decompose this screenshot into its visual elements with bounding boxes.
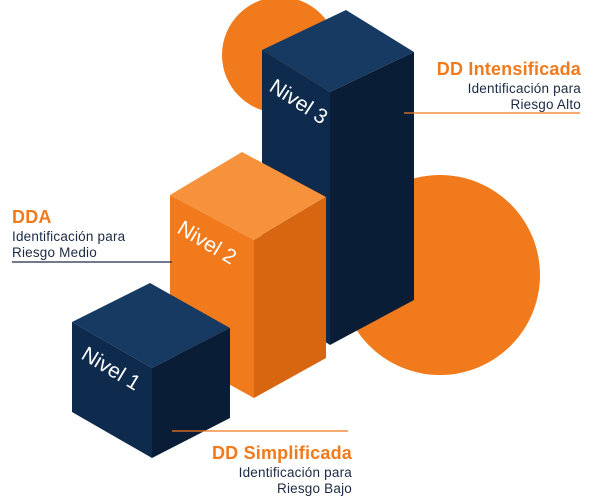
block-level-2-side: [254, 197, 326, 398]
block-level-3-side: [330, 52, 414, 345]
label-level-3: DD Intensificada Identificación para Rie…: [437, 58, 581, 114]
label-level-2-title: DDA: [12, 207, 52, 227]
label-level-2-sub1: Identificación para: [12, 228, 126, 244]
block-level-1-front: [72, 322, 152, 458]
label-level-2: DDA Identificación para Riesgo Medio: [12, 206, 125, 262]
label-level-1: DD Simplificada Identificación para Ries…: [212, 442, 352, 498]
label-level-3-sub1: Identificación para: [467, 80, 581, 96]
block-level-3-top: [262, 10, 414, 92]
label-level-1-sub1: Identificación para: [238, 464, 352, 480]
label-level-3-sub2: Riesgo Alto: [510, 97, 581, 113]
block-level-2-top: [170, 152, 326, 240]
block-level-1-side: [152, 328, 230, 458]
label-level-3-title: DD Intensificada: [436, 59, 581, 79]
block-level-1: Nivel 1: [72, 283, 230, 458]
block-level-1-top: [72, 283, 230, 368]
label-level-2-sub2: Riesgo Medio: [12, 245, 97, 261]
label-level-1-title: DD Simplificada: [211, 443, 352, 463]
label-level-1-sub2: Riesgo Bajo: [277, 481, 352, 497]
